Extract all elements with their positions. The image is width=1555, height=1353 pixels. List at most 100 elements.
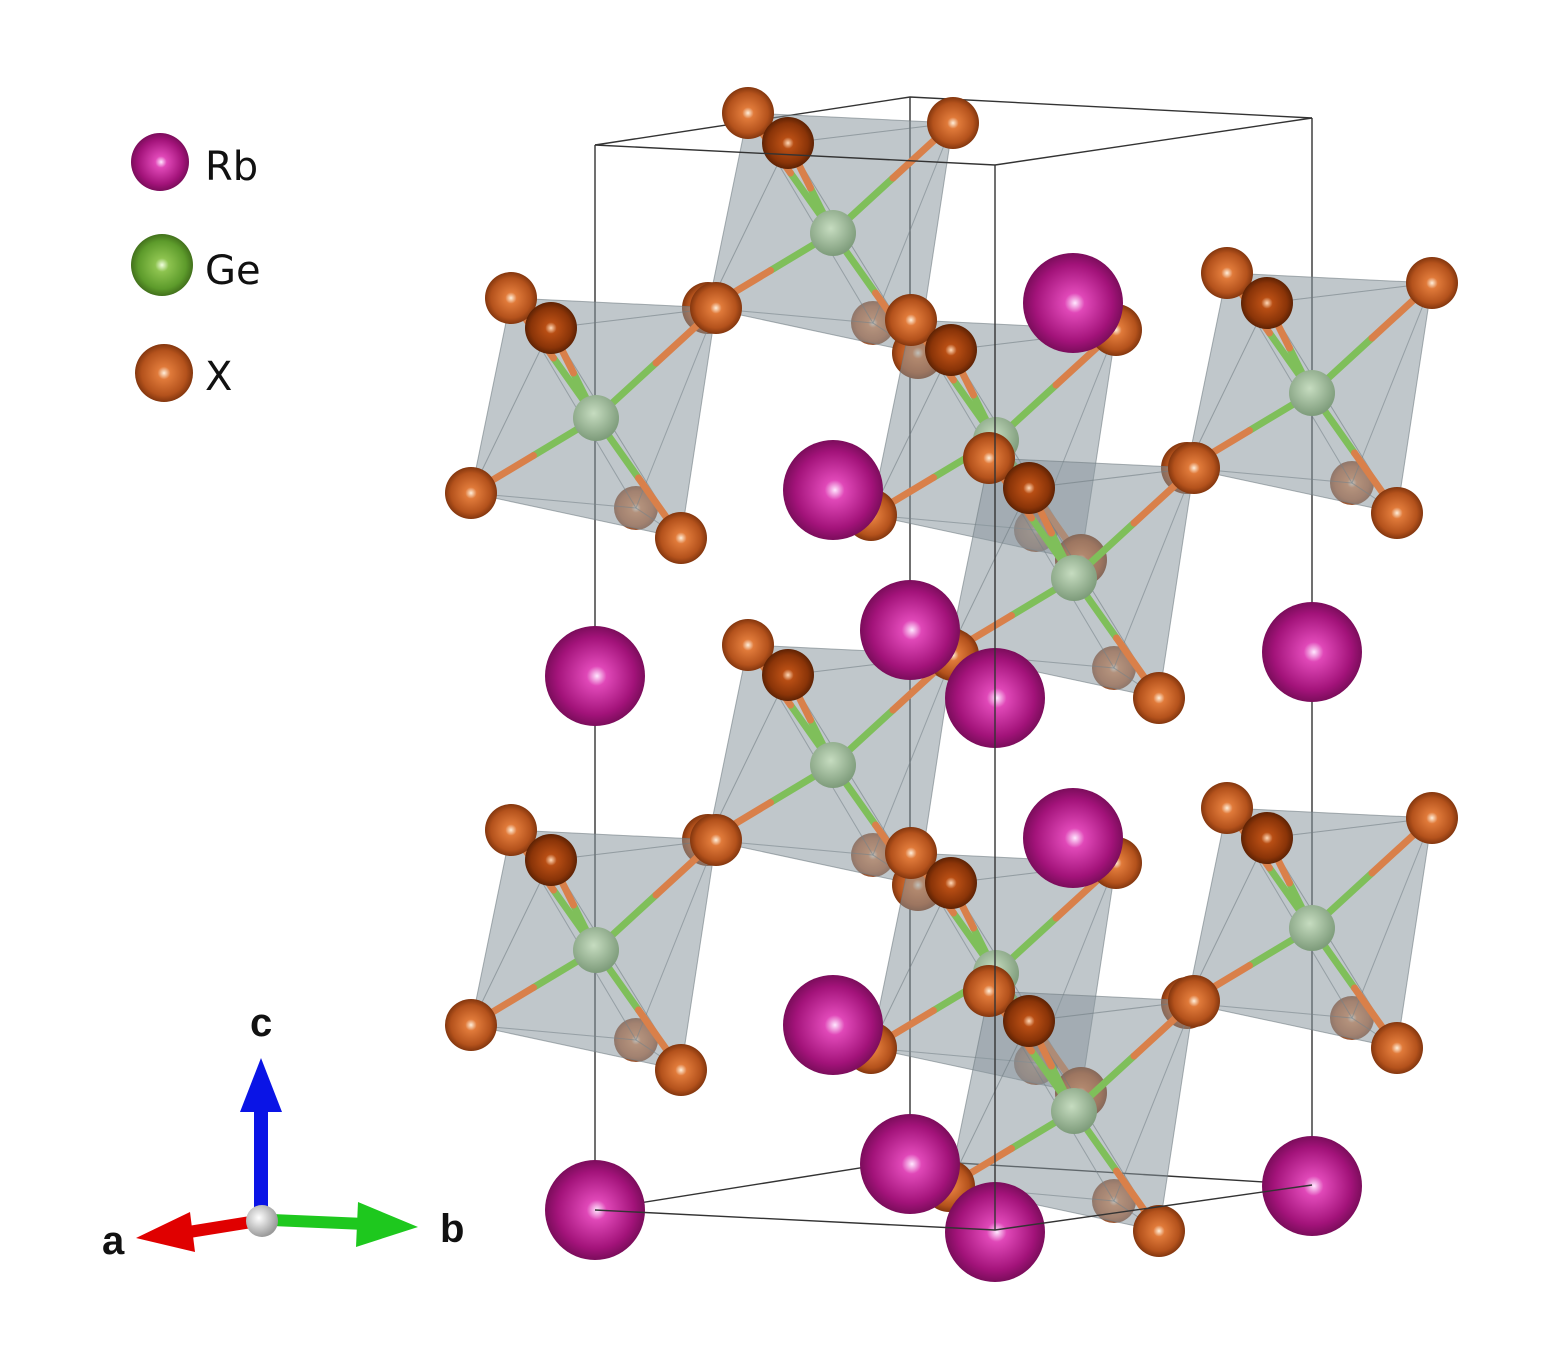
x-atom xyxy=(1133,672,1185,724)
ge-atom xyxy=(573,395,619,441)
octahedron-face xyxy=(635,839,717,1071)
ge-atom xyxy=(1289,370,1335,416)
rb-atom xyxy=(783,975,883,1075)
octahedron-face xyxy=(950,862,1117,1095)
x-atom xyxy=(762,649,814,701)
x-atom xyxy=(762,117,814,169)
x-atom xyxy=(485,272,537,324)
axis-label-c: c xyxy=(250,1001,272,1045)
ge-atom xyxy=(810,210,856,256)
geo6-octahedra xyxy=(445,87,1458,1257)
x-atom xyxy=(1201,782,1253,834)
rb-atom xyxy=(545,626,645,726)
x-atom xyxy=(851,833,895,877)
ge-octahedron xyxy=(1161,247,1458,539)
octahedron-face xyxy=(1113,467,1195,699)
ge-octahedron xyxy=(1161,782,1458,1074)
x-atom xyxy=(885,294,937,346)
ge-atom xyxy=(573,927,619,973)
octahedron-face xyxy=(470,828,637,1041)
octahedron-face xyxy=(550,839,717,1072)
x-atom xyxy=(1241,812,1293,864)
legend-label-ge: Ge xyxy=(205,248,261,294)
octahedron-face xyxy=(1028,467,1195,700)
rb-atoms xyxy=(545,253,1362,1282)
x-atom xyxy=(1092,646,1136,690)
ge-atom xyxy=(1051,555,1097,601)
rb-atom xyxy=(783,440,883,540)
x-atom xyxy=(445,467,497,519)
x-atom xyxy=(1003,462,1055,514)
legend-item-x: X xyxy=(135,344,232,402)
octahedron-face xyxy=(1186,806,1353,1019)
axis-a-arrow xyxy=(136,1212,252,1252)
x-atom xyxy=(1241,277,1293,329)
legend-item-rb: Rb xyxy=(131,133,258,191)
x-atom xyxy=(690,814,742,866)
axis-b-arrow xyxy=(272,1202,418,1247)
x-atom xyxy=(1168,975,1220,1027)
octahedron-face xyxy=(948,456,1115,669)
octahedron-face xyxy=(950,329,1117,562)
rb-atom xyxy=(1023,253,1123,353)
octahedron-face xyxy=(948,989,1115,1202)
octahedron-face xyxy=(1028,1000,1195,1233)
ge-octahedron xyxy=(445,804,742,1096)
legend-item-ge: Ge xyxy=(131,234,261,296)
rb-atom xyxy=(945,1182,1045,1282)
x-atom xyxy=(1371,1022,1423,1074)
x-atom xyxy=(485,804,537,856)
octahedron-face xyxy=(635,307,717,539)
x-atom xyxy=(1201,247,1253,299)
rb-atom xyxy=(860,1114,960,1214)
x-atom xyxy=(722,87,774,139)
x-atom xyxy=(1330,996,1374,1040)
octahedron-face xyxy=(1186,271,1353,484)
ge-octahedron xyxy=(445,272,742,564)
axis-label-b: b xyxy=(440,1207,464,1251)
ge-atom xyxy=(810,742,856,788)
x-atom xyxy=(525,302,577,354)
x-atom xyxy=(963,432,1015,484)
x-atom xyxy=(614,1018,658,1062)
ge-atom-icon xyxy=(131,234,193,296)
octahedron-face xyxy=(470,492,682,539)
octahedron-face xyxy=(1113,1000,1195,1232)
x-atom xyxy=(655,512,707,564)
x-atom xyxy=(655,1044,707,1096)
x-atom xyxy=(1168,442,1220,494)
ge-atom xyxy=(1051,1088,1097,1134)
legend-label-rb: Rb xyxy=(205,144,258,190)
legend-label-x: X xyxy=(205,354,232,400)
rb-atom xyxy=(1262,1136,1362,1236)
x-atom-icon xyxy=(135,344,193,402)
x-atom xyxy=(851,301,895,345)
x-atom xyxy=(925,324,977,376)
unit-cell-front-edges xyxy=(594,117,1313,1231)
x-atom xyxy=(1133,1205,1185,1257)
axis-origin-sphere xyxy=(246,1205,278,1237)
ge-atom xyxy=(1289,905,1335,951)
x-atom xyxy=(1371,487,1423,539)
octahedron-face xyxy=(1351,817,1433,1049)
x-atom xyxy=(722,619,774,671)
octahedron-face xyxy=(1186,467,1398,514)
x-atom xyxy=(445,999,497,1051)
axis-label-a: a xyxy=(102,1219,125,1263)
x-atom xyxy=(1330,461,1374,505)
x-atom xyxy=(925,857,977,909)
rb-atom xyxy=(1023,788,1123,888)
octahedron-face xyxy=(1186,1002,1398,1049)
rb-atom-icon xyxy=(131,133,189,191)
x-atom xyxy=(614,486,658,530)
octahedron-face xyxy=(1266,817,1433,1050)
x-atom xyxy=(690,282,742,334)
axis-triad: c a b xyxy=(102,1001,464,1263)
x-atom xyxy=(885,827,937,879)
x-atom xyxy=(1406,792,1458,844)
ge-octahedron xyxy=(923,432,1220,724)
octahedron-face xyxy=(1351,282,1433,514)
x-atom xyxy=(963,965,1015,1017)
rb-atom xyxy=(860,580,960,680)
